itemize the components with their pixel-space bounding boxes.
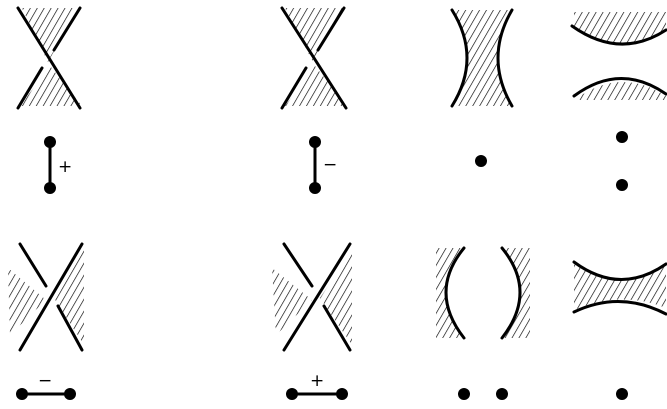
vertex [309, 182, 321, 194]
shade-bottom [20, 66, 82, 106]
vertex [616, 131, 628, 143]
vertex [458, 388, 470, 400]
strand-under-b [56, 304, 84, 352]
strand-under-a [18, 242, 48, 288]
strand-under-b [16, 66, 44, 110]
edge-sign-label: + [58, 157, 72, 177]
smoothing-3-4 [572, 260, 667, 316]
arc-top [570, 24, 667, 46]
vertex [616, 179, 628, 191]
strand-over [280, 6, 348, 110]
vertex [44, 182, 56, 194]
arc-left [450, 8, 469, 108]
shade-top [285, 8, 343, 62]
smoothing-1-4 [570, 12, 667, 100]
shade-bottom [574, 81, 666, 100]
strand-over [16, 6, 82, 110]
shade-right [54, 250, 84, 345]
arc-right [496, 8, 514, 108]
shade-top [574, 12, 666, 44]
crossing-3-2 [272, 242, 352, 352]
shade-top [22, 8, 78, 62]
strand-over [18, 242, 84, 352]
shade-left [436, 248, 464, 338]
strand-under-a [316, 6, 346, 52]
vertex [336, 388, 348, 400]
shade-bottom [285, 66, 347, 106]
vertex [286, 388, 298, 400]
arc-left [444, 246, 466, 340]
strand-under-a [52, 6, 82, 52]
vertex [44, 136, 56, 148]
strand-under-a [282, 242, 314, 288]
shade-between-arcs [574, 262, 666, 310]
arc-top [572, 260, 667, 281]
strand-under-b [322, 304, 352, 352]
strand-over [282, 242, 352, 352]
arc-bottom [572, 77, 667, 98]
strand-under-b [280, 66, 308, 110]
vertex [16, 388, 28, 400]
edge-sign-label: − [323, 155, 337, 175]
shade-right [320, 250, 352, 345]
vertex [64, 388, 76, 400]
shade-right [502, 248, 530, 338]
crossing-1-2 [280, 6, 348, 110]
crossing-1-1 [16, 6, 82, 110]
vertex [496, 388, 508, 400]
vertex [309, 136, 321, 148]
edge-sign-label: − [38, 371, 52, 391]
vertex [616, 388, 628, 400]
edge-sign-label: + [310, 371, 324, 391]
vertex [475, 155, 487, 167]
shade-left [8, 268, 46, 335]
smoothing-3-3 [436, 246, 530, 340]
arc-bottom [572, 300, 667, 316]
crossing-3-1 [8, 242, 84, 352]
shade-between-arcs [452, 10, 512, 106]
smoothing-1-3 [450, 8, 514, 108]
arc-right [500, 246, 522, 340]
shade-left [272, 268, 312, 335]
